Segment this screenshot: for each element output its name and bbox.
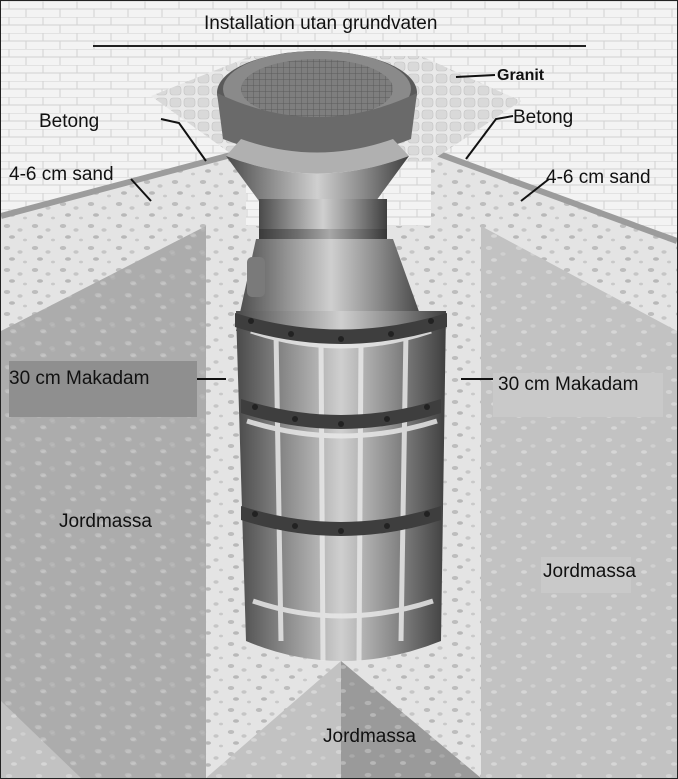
soil-right-face bbox=[481, 226, 677, 778]
sand-layer-right bbox=[431, 151, 677, 331]
label-makadam-right: 30 cm Makadam bbox=[498, 374, 639, 395]
label-makadam-left: 30 cm Makadam bbox=[9, 368, 150, 389]
well-funnel bbox=[226, 156, 409, 201]
sand-layer-left bbox=[1, 151, 246, 331]
label-betong-right: Betong bbox=[513, 107, 574, 128]
flange-bolts bbox=[248, 318, 434, 534]
label-sand-right: 4-6 cm sand bbox=[546, 167, 651, 188]
well-upper-body bbox=[236, 239, 426, 331]
soil-bottom-right bbox=[341, 661, 481, 778]
diagram-title: Installation utan grundvaten bbox=[204, 13, 438, 34]
label-jordmassa-bottom: Jordmassa bbox=[323, 726, 416, 747]
concrete-edge-left bbox=[1, 148, 247, 219]
label-betong-left: Betong bbox=[39, 111, 100, 132]
makadam-left-bg bbox=[9, 361, 197, 417]
soil-bottom-left bbox=[206, 661, 341, 778]
label-jordmassa-right: Jordmassa bbox=[543, 561, 636, 582]
well-ribs bbox=[244, 328, 440, 662]
concrete-edge-right bbox=[429, 148, 677, 244]
makadam-right-bg bbox=[493, 373, 663, 417]
manhole-cover-grate bbox=[241, 59, 393, 119]
jordmassa-right-bg bbox=[541, 557, 631, 593]
well-flanges bbox=[235, 313, 447, 536]
label-sand-left: 4-6 cm sand bbox=[9, 164, 114, 185]
label-jordmassa-left: Jordmassa bbox=[59, 511, 152, 532]
label-granit: Granit bbox=[497, 67, 545, 84]
leader-lines bbox=[130, 74, 550, 380]
well-main-body bbox=[236, 311, 446, 661]
